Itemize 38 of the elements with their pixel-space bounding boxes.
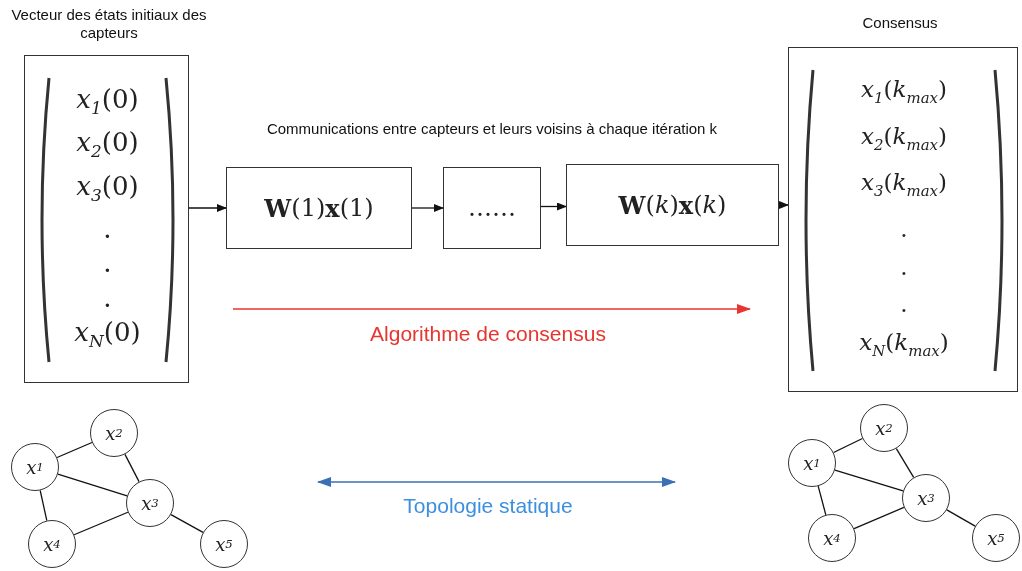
caption-text: Topologie statique bbox=[402, 494, 574, 518]
vector-entry: x$_{1}$(0) bbox=[76, 84, 139, 121]
connector-line bbox=[946, 509, 976, 527]
vector-entry: . bbox=[900, 253, 908, 281]
vector-entry: . bbox=[103, 248, 112, 279]
vector-entry: . bbox=[103, 214, 112, 245]
connector-line bbox=[895, 447, 915, 479]
process-box: W(1)x(1) bbox=[226, 167, 412, 249]
vector-entry: . bbox=[900, 291, 908, 319]
connector-line bbox=[834, 469, 904, 492]
vector-entry: x$_{N}$(0) bbox=[74, 316, 141, 353]
vector-entry: . bbox=[900, 215, 908, 243]
connector-line bbox=[39, 489, 48, 522]
caption-text: Communications entre capteurs et leurs voisins à chaque itération k bbox=[265, 120, 719, 137]
arrow bbox=[540, 202, 567, 211]
arrow bbox=[411, 204, 444, 212]
vector-entry: x$_{3}$(0) bbox=[76, 170, 139, 207]
heading: Consensus bbox=[861, 14, 939, 32]
vector-entry: x$_{N}$(k$_{max}$) bbox=[859, 329, 949, 362]
connector-line bbox=[73, 511, 129, 536]
connector-line bbox=[124, 453, 140, 483]
connector-line bbox=[853, 506, 905, 530]
vector-entry: . bbox=[103, 282, 112, 313]
vector-entry: x$_{3}$(k$_{max}$) bbox=[861, 169, 947, 202]
connector-line bbox=[832, 437, 864, 454]
vector-entry: x$_{1}$(k$_{max}$) bbox=[861, 76, 947, 109]
process-box: W(k)x(k) bbox=[566, 164, 779, 246]
connector-line bbox=[56, 441, 93, 459]
connector-line bbox=[57, 473, 128, 497]
caption-text: Algorithme de consensus bbox=[369, 322, 607, 346]
connector-line bbox=[170, 514, 204, 533]
connector-line bbox=[817, 485, 827, 516]
vector-entry: x$_{2}$(0) bbox=[76, 127, 139, 164]
process-box: …… bbox=[443, 167, 541, 249]
arrow bbox=[188, 204, 227, 212]
arrow bbox=[778, 201, 789, 209]
vector-entry: x$_{2}$(k$_{max}$) bbox=[861, 122, 947, 156]
heading: Vecteur des états initiaux des capteurs bbox=[10, 6, 208, 42]
